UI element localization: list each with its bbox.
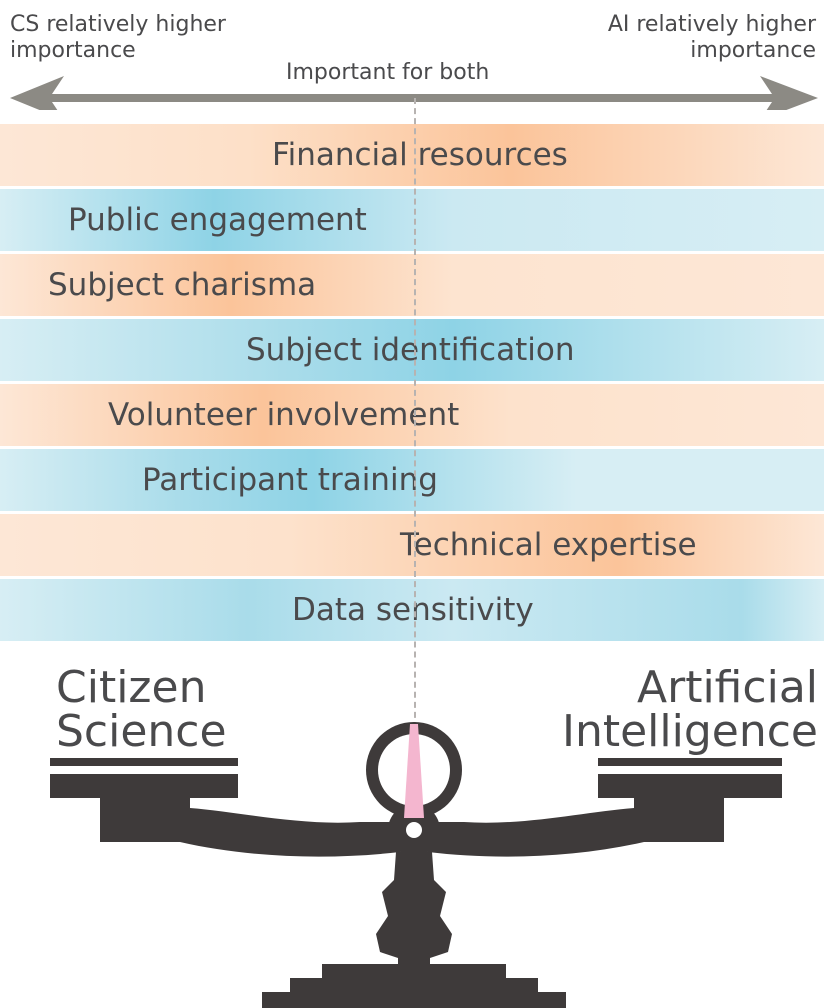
citizen-science-label-line2: Science [56, 706, 227, 757]
factor-bar-volunteer-involvement: Volunteer involvement [0, 384, 824, 446]
balance-needle [404, 724, 424, 818]
factor-label: Technical expertise [400, 527, 697, 563]
right-pan [598, 774, 782, 798]
ai-higher-label-line1: AI relatively higher [607, 12, 816, 37]
ai-higher-label: AI relatively higher importance [608, 12, 816, 64]
left-pan-top-line [50, 758, 238, 766]
base-step-bottom [262, 992, 566, 1008]
base-step-top [322, 964, 506, 978]
factor-label: Data sensitivity [292, 592, 534, 628]
importance-arrow [10, 76, 818, 110]
right-arm [428, 798, 724, 857]
left-arm [100, 798, 400, 857]
factor-bar-financial-resources: Financial resources [0, 124, 824, 186]
cs-higher-label: CS relatively higher importance [10, 12, 226, 64]
citizen-science-label-line1: Citizen [56, 662, 207, 713]
scale-column [376, 852, 452, 968]
right-pan-top-line [598, 758, 782, 766]
artificial-intelligence-label: Artificial Intelligence [562, 666, 818, 754]
citizen-science-label: Citizen Science [56, 666, 227, 754]
factor-label: Public engagement [68, 202, 367, 238]
factor-bar-subject-identification: Subject identification [0, 319, 824, 381]
important-for-both-label: Important for both [286, 60, 490, 85]
center-dashed-line [414, 98, 416, 728]
artificial-intelligence-label-line1: Artificial [637, 662, 818, 713]
factor-bar-subject-charisma: Subject charisma [0, 254, 824, 316]
artificial-intelligence-label-line2: Intelligence [561, 706, 818, 757]
factor-bar-participant-training: Participant training [0, 449, 824, 511]
pivot-pin [406, 822, 422, 838]
factor-bar-public-engagement: Public engagement [0, 189, 824, 251]
double-headed-arrow [10, 76, 818, 110]
cs-higher-label-line2: importance [10, 38, 136, 63]
cs-higher-label-line1: CS relatively higher [10, 12, 226, 37]
factor-label: Volunteer involvement [108, 397, 460, 433]
factor-label: Subject charisma [48, 267, 317, 303]
factor-label: Subject identification [246, 332, 575, 368]
factor-label: Financial resources [272, 137, 568, 173]
left-pan [50, 774, 238, 798]
base-step-middle [290, 978, 538, 992]
ai-higher-label-line2: importance [690, 38, 816, 63]
factor-bar-data-sensitivity: Data sensitivity [0, 579, 824, 641]
factor-label: Participant training [142, 462, 438, 498]
factor-bar-technical-expertise: Technical expertise [0, 514, 824, 576]
